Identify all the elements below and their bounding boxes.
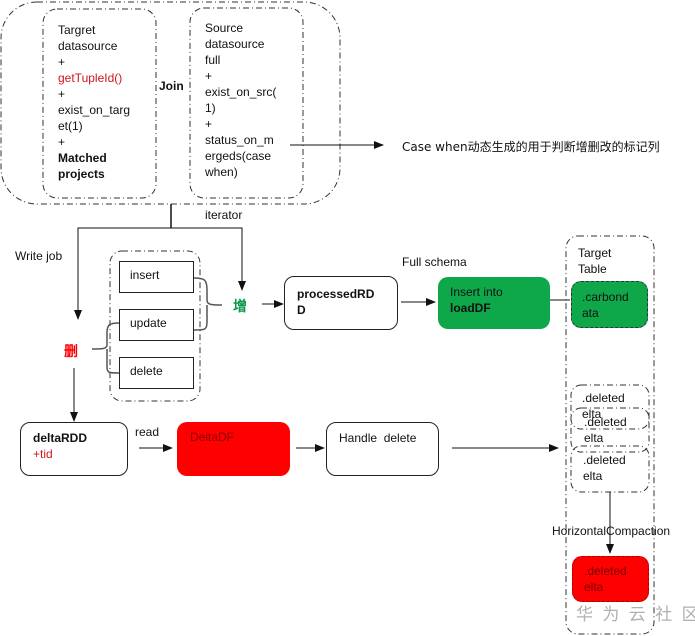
status-on-merged-2: ergeds(case (205, 149, 272, 163)
handle-delete-label: Handle delete (339, 431, 417, 445)
carbondata-file: .carbond ata (571, 281, 648, 328)
insert-label: insert (130, 268, 160, 282)
add-marker: 增 (233, 299, 247, 315)
target-table-title-1: Target (578, 246, 612, 260)
full-schema-label: Full schema (402, 255, 467, 269)
delete-brace (91, 322, 120, 374)
exist-on-src-1: exist_on_src( (205, 85, 277, 99)
watermark: 华 为 云 社 区 (576, 605, 695, 625)
compacted-line-2: elta (584, 580, 604, 594)
update-label: update (130, 316, 167, 330)
source-line-2: datasource (205, 37, 265, 51)
exist-on-target-1: exist_on_targ (58, 103, 131, 117)
load-df-box: Insert into loadDF (438, 277, 550, 329)
delta-df-label: DeltaDF (190, 430, 235, 444)
delta-rdd-line-2: +tid (33, 447, 53, 461)
source-line-3: full (205, 53, 221, 67)
target-table-container (565, 235, 655, 635)
target-table-title: Target Table (578, 245, 611, 277)
deleted-delta-2-line-1: .deleted (584, 415, 627, 429)
load-df-line-2: loadDF (450, 301, 491, 315)
deleted-delta-text-1: .deleted elta (582, 390, 625, 422)
target-datasource-container (42, 8, 157, 199)
delete-op-box: delete (119, 357, 194, 389)
target-line-2: datasource (58, 39, 118, 53)
exist-on-target-2: et(1) (58, 119, 83, 133)
processed-rdd-line-1: processedRD (297, 287, 375, 301)
iterator-label: iterator (205, 208, 243, 222)
case-when-note: Case when动态生成的用于判断增删改的标记列 (402, 140, 660, 154)
status-on-merged-1: status_on_m (205, 133, 274, 147)
source-datasource-container (189, 7, 304, 199)
deleted-delta-file-1 (570, 384, 650, 430)
deleted-delta-3-line-2: elta (583, 469, 603, 483)
deleted-delta-2-line-2: elta (584, 431, 604, 445)
deleted-delta-3-line-1: .deleted (583, 453, 626, 467)
join-label: Join (159, 79, 184, 93)
delta-rdd-line-1: deltaRDD (33, 431, 88, 445)
insert-op-box: insert (119, 261, 194, 293)
get-tuple-id-function: getTupleId() (58, 71, 123, 85)
horizontal-compaction-label: HorizontalCompaction (552, 524, 671, 538)
carbondata-line-1: .carbond (582, 290, 629, 304)
load-df-line-1: Insert into (450, 285, 503, 299)
update-op-box: update (119, 309, 194, 341)
exist-on-src-2: 1) (205, 101, 216, 115)
target-line-1: Targret (58, 23, 96, 37)
delete-marker: 删 (64, 344, 78, 360)
processed-rdd-line-2: D (297, 303, 306, 317)
processed-rdd-box: processedRD D (284, 276, 398, 330)
plus-sign: + (58, 87, 66, 101)
write-job-label: Write job (15, 249, 63, 263)
plus-sign: + (205, 69, 213, 83)
carbondata-line-2: ata (582, 306, 599, 320)
matched-projects-1: Matched (58, 151, 107, 165)
deleted-delta-file-2 (570, 407, 650, 453)
plus-sign: + (58, 55, 66, 69)
delta-rdd-box: deltaRDD +tid (20, 422, 128, 476)
deleted-delta-1-line-2: elta (582, 407, 602, 421)
join-group-container (0, 1, 341, 205)
source-line-1: Source (205, 21, 244, 35)
target-datasource-box: Targret datasource + getTupleId() + exis… (58, 22, 130, 182)
compacted-deleted-delta-file: .deleted elta (572, 556, 649, 602)
delete-label: delete (130, 364, 163, 378)
target-table-title-2: Table (578, 262, 607, 276)
ops-container (109, 250, 201, 402)
write-job-arrow (74, 227, 171, 320)
status-on-merged-3: when) (205, 165, 238, 179)
plus-sign: + (58, 135, 66, 149)
delta-df-box: DeltaDF (177, 422, 290, 476)
deleted-delta-text-2: .deleted elta (584, 414, 627, 446)
deleted-delta-text-3: .deleted elta (583, 452, 626, 484)
compacted-line-1: .deleted (584, 564, 627, 578)
iterator-arrow (171, 227, 246, 291)
plus-sign: + (205, 117, 213, 131)
deleted-delta-1-line-1: .deleted (582, 391, 625, 405)
read-label: read (135, 425, 160, 439)
source-datasource-box: Source datasource full + exist_on_src( 1… (205, 20, 276, 180)
handle-delete-box: Handle delete (326, 422, 439, 476)
matched-projects-2: projects (58, 167, 105, 181)
add-brace (193, 277, 223, 331)
